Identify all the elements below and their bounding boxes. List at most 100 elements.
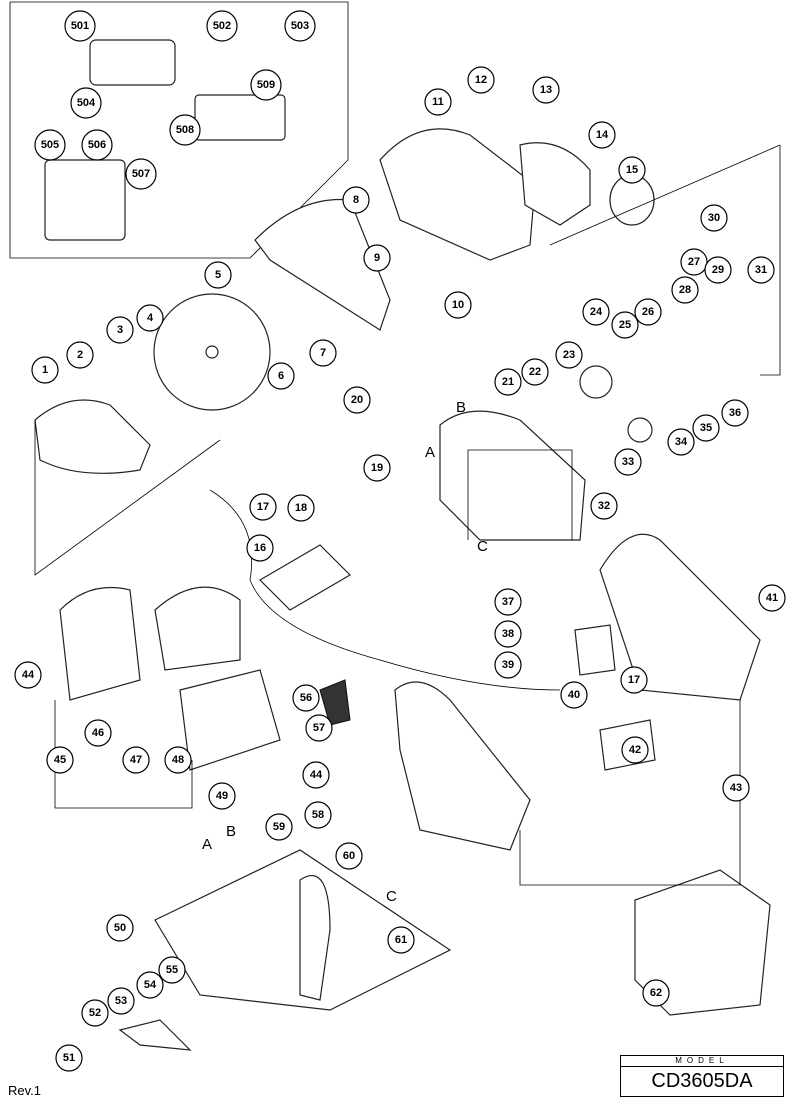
stator-shape: [154, 586, 241, 671]
callout-circle: [169, 114, 201, 146]
motor-housing-shape: [179, 669, 281, 771]
ref-letter-a: A: [425, 444, 436, 461]
callout-part-508: 508: [169, 114, 201, 146]
callout-part-5: 5: [204, 261, 232, 289]
callout-number: 27: [688, 256, 700, 268]
callout-circle: [634, 298, 662, 326]
callout-number: 57: [313, 722, 325, 734]
callout-part-28: 28: [671, 276, 699, 304]
callout-part-8: 8: [342, 186, 370, 214]
motor-cover-shape: [59, 586, 141, 701]
callout-number: 49: [216, 790, 228, 802]
callout-number: 18: [295, 502, 307, 514]
callout-circle: [387, 926, 415, 954]
callout-number: 48: [172, 754, 184, 766]
callout-circle: [620, 666, 648, 694]
callout-number: 33: [622, 456, 634, 468]
callout-number: 9: [374, 252, 380, 264]
callout-circle: [107, 987, 135, 1015]
callout-circle: [267, 362, 295, 390]
callout-part-19: 19: [363, 454, 391, 482]
callout-circle: [343, 386, 371, 414]
callout-part-38: 38: [494, 620, 522, 648]
callout-circle: [555, 341, 583, 369]
callout-circle: [158, 956, 186, 984]
callout-circle: [611, 311, 639, 339]
callout-number: 505: [41, 139, 59, 151]
callout-circle: [721, 399, 749, 427]
callout-circle: [164, 746, 192, 774]
callout-number: 29: [712, 264, 724, 276]
callout-number: 52: [89, 1007, 101, 1019]
callout-part-2: 2: [66, 341, 94, 369]
callout-part-57: 57: [305, 714, 333, 742]
callout-part-35: 35: [692, 414, 720, 442]
callout-circle: [642, 979, 670, 1007]
callout-circle: [424, 88, 452, 116]
callout-part-29: 29: [704, 256, 732, 284]
callout-number: 47: [130, 754, 142, 766]
callout-circle: [335, 842, 363, 870]
callout-part-21: 21: [494, 368, 522, 396]
callout-number: 35: [700, 422, 712, 434]
callout-number: 51: [63, 1052, 75, 1064]
callout-number: 54: [144, 979, 157, 991]
callout-number: 2: [77, 349, 83, 361]
callout-circle: [494, 588, 522, 616]
callout-part-51: 51: [55, 1044, 83, 1072]
callout-circle: [250, 69, 282, 101]
callout-number: 42: [629, 744, 641, 756]
callout-part-36: 36: [721, 399, 749, 427]
callout-number: 60: [343, 850, 355, 862]
callout-part-502: 502: [206, 10, 238, 42]
callout-part-30: 30: [700, 204, 728, 232]
callout-number: 38: [502, 628, 514, 640]
callout-number: 55: [166, 964, 178, 976]
callout-number: 15: [626, 164, 638, 176]
callout-part-32: 32: [590, 492, 618, 520]
callout-part-27: 27: [680, 248, 708, 276]
part-shapes: [34, 39, 781, 1051]
callout-part-24: 24: [582, 298, 610, 326]
callout-circle: [287, 494, 315, 522]
callout-number: 26: [642, 306, 654, 318]
callout-part-503: 503: [284, 10, 316, 42]
callout-circle: [667, 428, 695, 456]
callout-number: 16: [254, 542, 266, 554]
callout-part-45: 45: [46, 746, 74, 774]
depth-lever-shape: [299, 875, 331, 1001]
callout-number: 43: [730, 782, 742, 794]
callout-part-55: 55: [158, 956, 186, 984]
callout-circle: [342, 186, 370, 214]
callout-part-54: 54: [136, 971, 164, 999]
callout-circle: [309, 339, 337, 367]
callout-part-6: 6: [267, 362, 295, 390]
armature-shape: [259, 544, 351, 611]
ref-letter-a: A: [202, 836, 213, 853]
callout-number: 7: [320, 347, 326, 359]
callout-circle: [81, 999, 109, 1027]
model-title-block: MODEL CD3605DA: [620, 1055, 784, 1097]
callout-circle: [494, 620, 522, 648]
callout-circle: [747, 256, 775, 284]
callout-number: 1: [42, 364, 48, 376]
callout-circle: [106, 316, 134, 344]
callout-number: 45: [54, 754, 66, 766]
callout-part-25: 25: [611, 311, 639, 339]
callout-part-59: 59: [265, 813, 293, 841]
callout-number: 25: [619, 319, 631, 331]
callout-number: 508: [176, 124, 194, 136]
callout-circle: [560, 681, 588, 709]
callout-part-17: 17: [620, 666, 648, 694]
callout-part-7: 7: [309, 339, 337, 367]
callout-circle: [588, 121, 616, 149]
callout-circle: [70, 87, 102, 119]
callout-part-507: 507: [125, 158, 157, 190]
callout-circle: [363, 454, 391, 482]
callout-circle: [363, 244, 391, 272]
callout-number: 28: [679, 284, 691, 296]
upper-guard-shape: [254, 198, 391, 331]
callout-part-56: 56: [292, 684, 320, 712]
